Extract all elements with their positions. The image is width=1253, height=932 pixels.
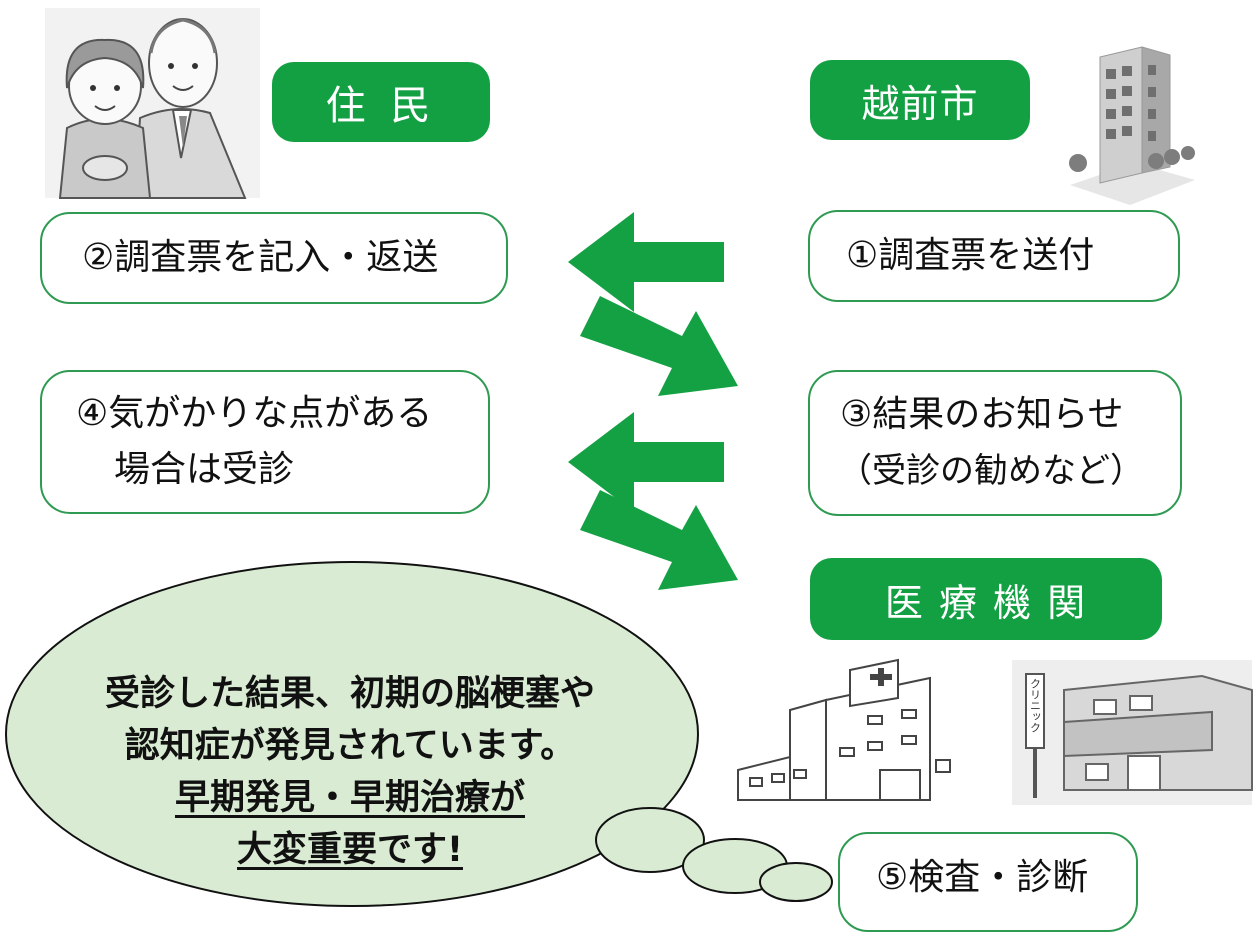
city-label: 越前市 <box>810 60 1030 140</box>
clinic-building-illustration: クリニック <box>1012 660 1253 805</box>
step-5-text: ⑤検査・診断 <box>876 857 1089 898</box>
hospital-building-illustration <box>737 658 951 801</box>
bubble-line-4: 大変重要です! <box>237 830 463 870</box>
bubble-line-2: 認知症が発見されています。 <box>124 726 576 766</box>
bubble-line-1: 受診した結果、初期の脳梗塞や <box>104 674 595 714</box>
step-4-text-line2: 場合は受診 <box>114 449 295 490</box>
elderly-couple-illustration <box>45 8 260 199</box>
step-3-text-line2: （受診の勧めなど） <box>838 451 1144 491</box>
step-2-box: ②調査票を記入・返送 <box>40 212 508 304</box>
arrow-left-icon <box>568 412 724 512</box>
step-3-text-line1: ③結果のお知らせ <box>840 394 1124 435</box>
step-5-box: ⑤検査・診断 <box>838 832 1138 932</box>
medical-institution-label: 医 療 機 関 <box>810 558 1162 640</box>
step-2-text: ②調査票を記入・返送 <box>82 237 439 278</box>
step-4-text-line1: ④気がかりな点がある <box>76 393 433 434</box>
step-1-text: ①調査票を送付 <box>846 235 1095 276</box>
arrow-down-right-icon <box>580 296 738 396</box>
bubble-line-3: 早期発見・早期治療が <box>174 778 525 818</box>
clinic-sign-text: クリニック <box>1029 678 1042 733</box>
bubble-message: 受診した結果、初期の脳梗塞や 認知症が発見されています。 早期発見・早期治療が … <box>80 668 620 876</box>
step-1-box: ①調査票を送付 <box>808 210 1180 302</box>
step-3-box: ③結果のお知らせ （受診の勧めなど） <box>808 370 1182 516</box>
arrow-down-right-icon <box>580 490 738 590</box>
step-4-box: ④気がかりな点がある 場合は受診 <box>40 370 490 514</box>
residents-label: 住 民 <box>272 62 490 142</box>
arrow-left-icon <box>568 212 724 312</box>
city-hall-building-illustration <box>1069 46 1195 205</box>
